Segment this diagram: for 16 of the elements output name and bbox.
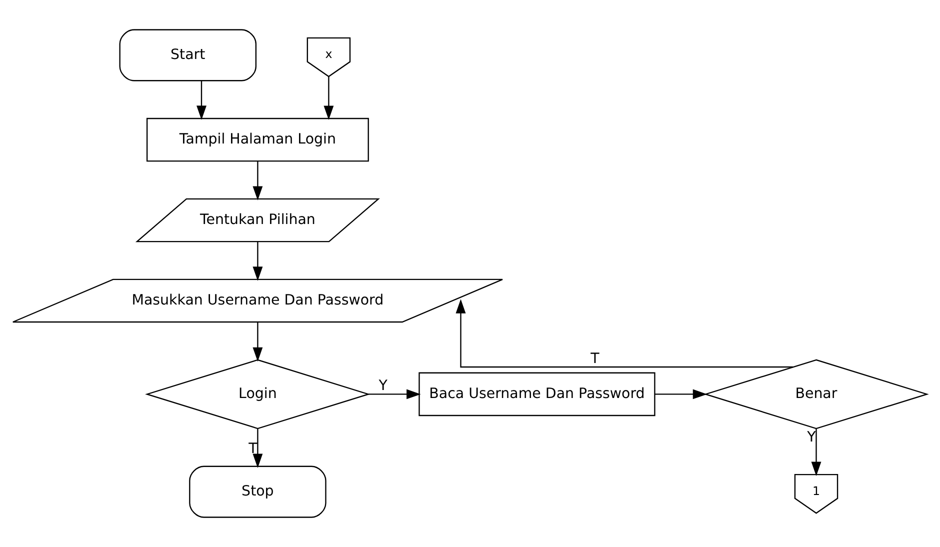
arrow <box>456 299 793 368</box>
edge-label: Y <box>378 378 388 394</box>
node-diamond: Benar <box>704 359 929 430</box>
node-diamond: Login <box>145 359 370 430</box>
arrow <box>252 242 263 281</box>
edge-label: T <box>590 350 600 367</box>
arrow <box>368 389 421 400</box>
arrow <box>252 322 263 362</box>
arrow <box>324 76 334 120</box>
node-box: Stop <box>189 466 326 518</box>
arrow <box>196 81 206 120</box>
arrow <box>252 161 263 200</box>
node-box: Baca Username Dan Password <box>418 372 656 416</box>
arrow <box>655 389 708 400</box>
node-box: Tampil Halaman Login <box>146 118 369 162</box>
node-box: Start <box>119 29 257 82</box>
